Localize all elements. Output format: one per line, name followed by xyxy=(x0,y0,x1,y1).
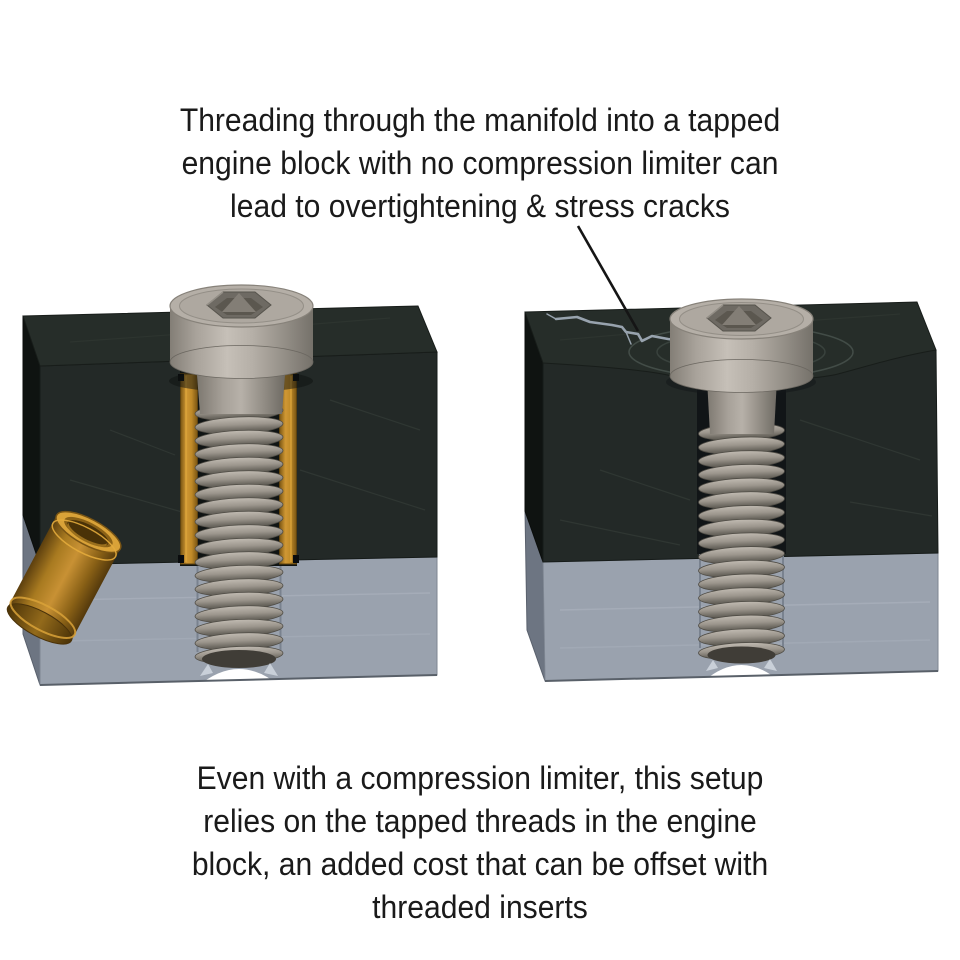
scratch-line xyxy=(849,501,933,517)
hex-socket-cone xyxy=(222,293,256,312)
bolt-head xyxy=(669,298,814,393)
hex-socket xyxy=(206,291,272,319)
bottom-caption: Even with a compression limiter, this se… xyxy=(191,760,769,925)
bolt-shank xyxy=(197,375,285,414)
sleeve-bottom-ring xyxy=(9,596,77,639)
manifold-texture xyxy=(559,419,933,546)
socket-highlight xyxy=(706,304,724,319)
hex-socket-cone xyxy=(722,306,756,325)
right-assembly xyxy=(524,298,939,682)
scratch-line xyxy=(109,429,176,456)
scratch-line xyxy=(329,399,421,431)
bolt-threads xyxy=(698,422,785,661)
bolt-head xyxy=(169,284,314,379)
bolt-tip xyxy=(707,646,776,664)
socket-highlight xyxy=(206,291,224,306)
bolt-head-bottom xyxy=(169,345,314,379)
bolt-shank xyxy=(707,379,777,434)
leader-line xyxy=(576,225,640,332)
thread-exit-burr xyxy=(706,660,718,671)
engine-block-bottom-edge xyxy=(39,674,438,686)
sleeve-bore xyxy=(67,520,109,546)
bolt-tip xyxy=(202,650,276,668)
crack-fork xyxy=(546,313,557,320)
scratch-line xyxy=(599,469,691,501)
sleeve-chamfer-ring xyxy=(51,519,117,561)
notch xyxy=(178,555,184,563)
thread-exit-notch xyxy=(197,669,281,687)
thread-exit-burr xyxy=(764,659,777,671)
top-caption: Threading through the manifold into a ta… xyxy=(179,102,781,224)
crack-fork xyxy=(625,331,632,345)
scratch-line xyxy=(299,469,426,511)
left-assembly xyxy=(6,284,438,687)
thread-exit-burr xyxy=(264,663,278,676)
thread-exit-burr xyxy=(200,664,213,676)
sleeve-bore-wall xyxy=(67,521,108,547)
notch xyxy=(293,555,299,563)
scratch-line xyxy=(559,519,681,546)
bolt-threads xyxy=(194,402,284,665)
scratch-line xyxy=(799,419,921,461)
limiter-highlight xyxy=(185,376,292,562)
engine-block-bottom-edge xyxy=(544,670,939,682)
sleeve-bottom xyxy=(6,603,73,645)
hex-socket xyxy=(706,304,772,332)
bolt-head-bottom xyxy=(669,359,814,393)
loose-compression-limiter xyxy=(6,510,122,645)
